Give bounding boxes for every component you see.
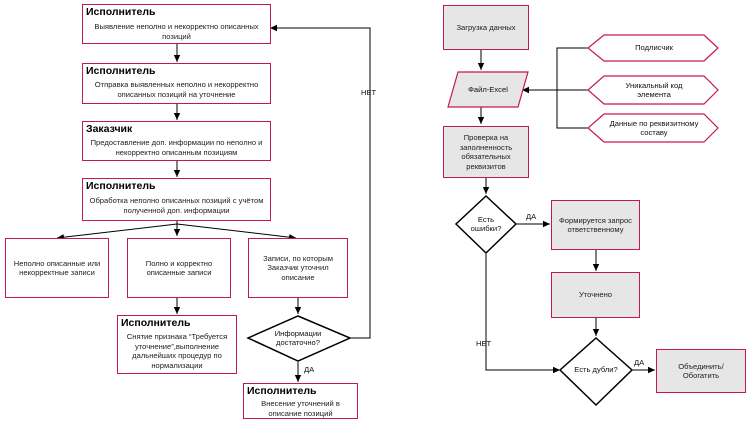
arrow-no-loop — [270, 24, 371, 339]
form-request: Формируется запрос ответственному — [551, 200, 640, 250]
merge-enrich-text: Объединить/ Обогатить — [678, 361, 724, 381]
label-yes-errors: ДА — [526, 212, 537, 221]
load-data: Загрузка данных — [443, 5, 529, 50]
step-send-text: Отправка выявленных неполно и некорректн… — [94, 80, 259, 99]
step-changes: Исполнитель Внесение уточнений в описани… — [243, 383, 358, 419]
arrow-no-errors-dupes — [485, 254, 560, 374]
hex-subscriber-text: Подлисчик — [635, 43, 673, 53]
connector-attributes — [556, 47, 588, 129]
clarified: Уточнено — [551, 272, 640, 318]
excel-file-shape — [447, 71, 529, 108]
step-send: Исполнитель Отправка выявленных неполно … — [82, 63, 271, 104]
step-customer-info-text: Предоставление доп. информации по неполн… — [90, 138, 263, 157]
decision-errors-text: Есть ошибки? — [470, 214, 502, 234]
decision-errors-shape — [454, 194, 518, 255]
role-label: Исполнитель — [86, 65, 156, 77]
step-identify-text: Выявление неполно и некорректно описанны… — [94, 22, 259, 41]
arrow-to-clarified — [176, 223, 297, 241]
check-required-text: Проверка на заполненность обязательных р… — [459, 133, 513, 171]
hex-requisite-shape — [587, 113, 719, 143]
step-remove-flag-text: Снятие признака “Требуется уточнение”,вы… — [126, 332, 228, 370]
load-data-text: Загрузка данных — [456, 22, 516, 32]
hex-unique-code-text: Уникальный код элемента — [625, 80, 683, 100]
merge-enrich: Объединить/ Обогатить — [656, 349, 746, 393]
step-customer-info: Заказчик Предоставление доп. информации … — [82, 121, 271, 161]
step-remove-flag: Исполнитель Снятие признака “Требуется у… — [117, 315, 237, 374]
label-yes-left: ДА — [304, 365, 315, 374]
excel-file-text: Файл-Excel — [468, 85, 508, 95]
branch-clarified-text: Записи, по которым Заказчик уточнил опис… — [263, 253, 333, 282]
role-label: Исполнитель — [247, 385, 317, 397]
hex-requisite-text: Данные по реквизитному составу — [609, 118, 699, 138]
branch-complete-text: Полно и корректно описанные записи — [145, 258, 213, 278]
role-label: Исполнитель — [86, 180, 156, 192]
role-label: Заказчик — [86, 123, 133, 135]
decision-dupes-text: Есть дубли? — [574, 365, 618, 375]
step-changes-text: Внесение уточнений в описание позиций — [261, 399, 340, 418]
step-process: Исполнитель Обработка неполно описанных … — [82, 178, 271, 221]
role-label: Исполнитель — [86, 6, 156, 18]
check-required: Проверка на заполненность обязательных р… — [443, 126, 529, 178]
label-no-left: НЕТ — [361, 88, 377, 97]
hex-unique-code-shape — [587, 75, 719, 105]
branch-incomplete-text: Неполно описанные или некорректные запис… — [13, 258, 101, 278]
decision-enough-shape — [246, 315, 352, 362]
branch-complete: Полно и корректно описанные записи — [127, 238, 231, 298]
form-request-text: Формируется запрос ответственному — [559, 215, 632, 235]
hex-subscriber-shape — [587, 34, 719, 62]
label-no-errors: НЕТ — [476, 339, 492, 348]
step-identify: Исполнитель Выявление неполно и некоррек… — [82, 4, 271, 44]
branch-incomplete: Неполно описанные или некорректные запис… — [5, 238, 109, 298]
arrow-to-incomplete — [56, 223, 178, 241]
clarified-text: Уточнено — [578, 290, 613, 300]
branch-clarified: Записи, по которым Заказчик уточнил опис… — [248, 238, 348, 298]
decision-enough-text: Информации достаточно? — [274, 328, 322, 348]
step-process-text: Обработка неполно описанных позиций с уч… — [89, 196, 264, 215]
decision-dupes-shape — [558, 336, 634, 407]
role-label: Исполнитель — [121, 317, 191, 329]
label-yes-dupes: ДА — [634, 358, 645, 367]
